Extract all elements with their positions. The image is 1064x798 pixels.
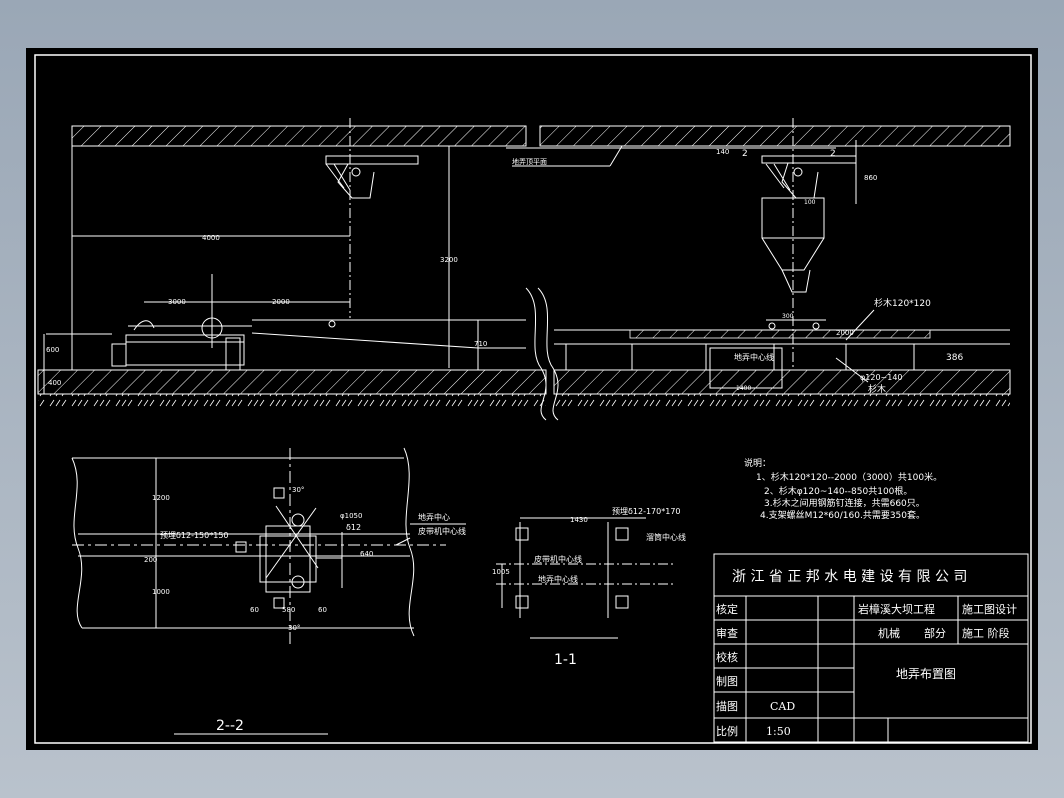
dim-710: 710 xyxy=(474,340,487,348)
dim-3000: 3000 xyxy=(168,298,186,306)
dim-1430: 1430 xyxy=(570,516,588,524)
ground-slab-left xyxy=(37,369,547,395)
row-value-trace: CAD xyxy=(770,700,795,713)
stage: 施工 阶段 xyxy=(962,626,1010,640)
break-line xyxy=(525,287,547,421)
dim-140: 140 xyxy=(716,148,729,156)
embed-plate-label: 预埋δ12-150*150 xyxy=(160,530,229,540)
ceiling-slab-right xyxy=(539,125,1011,147)
dim-860: 860 xyxy=(864,174,877,182)
drawing-title: 地弄布置图 xyxy=(896,667,956,681)
tunnel-top-label: 地弄顶平面 xyxy=(512,157,547,166)
note-2: 2、杉木φ120~140--850共100根。 xyxy=(764,485,912,497)
ceiling-slab-left xyxy=(71,125,527,147)
dim-1200: 1200 xyxy=(152,494,170,502)
tunnel-center-label: 地弄中心线 xyxy=(734,352,774,362)
outer-border xyxy=(34,54,1032,744)
dim-200: 200 xyxy=(144,556,157,564)
design-stage: 施工图设计 xyxy=(962,603,1017,616)
cut-mark-left: 2 xyxy=(742,149,748,159)
embed-plate-label-11: 预埋δ12-170*170 xyxy=(612,506,681,516)
dim-4000: 4000 xyxy=(202,234,220,242)
dim-580: 580 xyxy=(282,606,295,614)
belt-center-11: 皮带机中心线 xyxy=(534,554,582,564)
row-label-review: 审查 xyxy=(716,626,738,640)
plate-d12: δ12 xyxy=(346,523,361,532)
company-name: 浙 江 省 正 邦 水 电 建 设 有 限 公 司 xyxy=(732,569,967,585)
break-line-2 xyxy=(537,287,559,421)
angle-bottom: 30° xyxy=(288,624,300,632)
cad-drawing: 4000 3200 3000 2000 600 400 710 140 2 2 … xyxy=(34,54,1032,744)
dim-2000: 2000 xyxy=(272,298,290,306)
row-label-approve: 核定 xyxy=(716,602,738,616)
dim-60a: 60 xyxy=(250,606,259,614)
note-4: 4.支架螺丝M12*60/160.共需要350套。 xyxy=(760,509,925,521)
dim-386: 386 xyxy=(946,353,963,363)
dim-1400: 1400 xyxy=(736,385,751,392)
row-label-scale: 比例 xyxy=(716,724,738,738)
dim-1005: 1005 xyxy=(492,568,510,576)
section-2-2-title: 2--2 xyxy=(216,718,244,734)
dim-400: 400 xyxy=(48,379,61,387)
dim-2000b: 2000 xyxy=(836,329,854,337)
timber-label: 杉木 xyxy=(868,383,886,395)
timber-square-label: 杉木120*120 xyxy=(874,297,931,309)
tunnel-center-22: 地弄中心 xyxy=(418,512,450,522)
dim-60b: 60 xyxy=(318,606,327,614)
tunnel-center-11: 地弄中心线 xyxy=(538,574,578,584)
soil-left xyxy=(38,394,546,408)
section-1-1: 1430 1005 预埋δ12-170*170 溜筒中心线 皮带机中心线 地弄中… xyxy=(492,506,686,668)
cut-mark-right: 2 xyxy=(830,149,836,159)
dim-640: 640 xyxy=(360,550,373,558)
dia-1050: φ1050 xyxy=(340,512,362,520)
dim-300: 300 xyxy=(782,313,794,320)
belt-center-22: 皮带机中心线 xyxy=(418,526,466,536)
row-label-draw: 制图 xyxy=(716,675,738,688)
discipline: 机械 xyxy=(878,626,900,640)
note-3: 3.杉木之间用钢筋钉连接，共需660只。 xyxy=(764,497,925,509)
soil-right xyxy=(554,394,1010,408)
notes-heading: 说明： xyxy=(744,457,771,469)
row-value-scale: 1:50 xyxy=(766,725,791,738)
elevation-view: 4000 3200 3000 2000 600 400 710 140 2 2 … xyxy=(37,118,1011,421)
note-1: 1、杉木120*120--2000（3000）共100米。 xyxy=(756,471,942,483)
part: 部分 xyxy=(924,626,946,640)
angle-top: 30° xyxy=(292,486,304,494)
timber-round-label: φ120~140 xyxy=(860,373,903,382)
row-label-check: 校核 xyxy=(716,650,738,664)
drawing-sheet: 4000 3200 3000 2000 600 400 710 140 2 2 … xyxy=(26,48,1038,750)
title-block: 浙 江 省 正 邦 水 电 建 设 有 限 公 司 岩樟溪大坝工程 施工图设计 … xyxy=(713,553,1029,743)
dim-600: 600 xyxy=(46,346,59,354)
dim-1000: 1000 xyxy=(152,588,170,596)
dim-100: 100 xyxy=(804,199,816,206)
notes: 说明： 1、杉木120*120--2000（3000）共100米。 2、杉木φ1… xyxy=(744,457,942,521)
hopper-center-label: 溜筒中心线 xyxy=(646,532,686,542)
section-2-2: 1200 200 1000 640 60 580 60 30° 30° φ105… xyxy=(71,447,466,735)
dim-3200: 3200 xyxy=(440,256,458,264)
section-1-1-title: 1-1 xyxy=(554,652,577,668)
project-name: 岩樟溪大坝工程 xyxy=(858,602,935,616)
row-label-trace: 描图 xyxy=(716,699,738,713)
